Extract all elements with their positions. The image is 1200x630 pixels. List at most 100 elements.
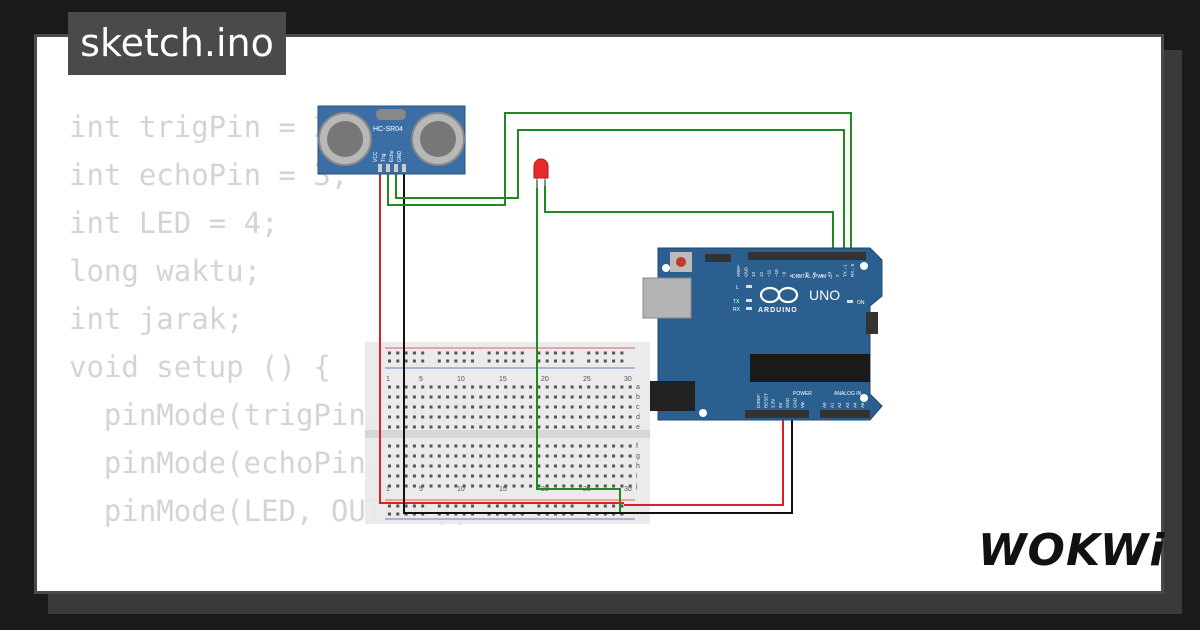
breadboard-hole: [479, 385, 483, 389]
led-red[interactable]: [533, 158, 549, 188]
breadboard-hole: [487, 359, 491, 363]
breadboard-hole: [595, 405, 599, 409]
breadboard-hole: [504, 359, 508, 363]
breadboard-hole: [412, 415, 416, 419]
breadboard-hole: [562, 425, 566, 429]
breadboard-hole: [396, 415, 400, 419]
breadboard-hole: [537, 359, 541, 363]
breadboard-hole: [603, 464, 607, 468]
breadboard-hole: [562, 484, 566, 488]
pin-label: 4: [820, 274, 825, 277]
ultrasonic-sensor[interactable]: HC-SR04 VCC Trig Echo GND: [317, 105, 466, 175]
column-number: 20: [541, 376, 549, 383]
column-number: 10: [457, 486, 465, 493]
breadboard-hole: [396, 385, 400, 389]
breadboard-hole: [471, 464, 474, 468]
pin-label: ~5: [812, 271, 817, 277]
breadboard-hole: [529, 425, 533, 429]
breadboard-hole: [446, 385, 450, 389]
pin-label: Vin: [800, 401, 805, 408]
breadboard-hole: [495, 385, 499, 389]
breadboard-hole: [603, 484, 607, 488]
breadboard-hole: [603, 474, 607, 478]
breadboard-hole: [512, 425, 516, 429]
breadboard-hole: [587, 351, 591, 355]
breadboard-hole: [570, 474, 574, 478]
breadboard-hole: [479, 454, 483, 458]
breadboard-hole: [612, 425, 616, 429]
breadboard-hole: [446, 454, 450, 458]
breadboard-hole: [620, 454, 624, 458]
breadboard-hole: [529, 405, 533, 409]
breadboard-hole: [537, 405, 541, 409]
breadboard-hole: [545, 504, 549, 508]
breadboard[interactable]: 1 5 10 15 20 25 30 1 5 10 15 20 25 30 a …: [365, 342, 650, 524]
rx-led-label: RX: [733, 307, 741, 313]
breadboard-hole: [388, 454, 391, 458]
breadboard-hole: [545, 405, 549, 409]
breadboard-hole: [545, 351, 549, 355]
breadboard-hole: [429, 385, 433, 389]
wire-led-pin: [544, 180, 834, 255]
breadboard-hole: [529, 385, 533, 389]
pin-label: 5V: [778, 402, 783, 408]
breadboard-hole: [396, 395, 400, 399]
pin-label: 12: [759, 271, 764, 277]
sensor-model-label: HC-SR04: [373, 126, 403, 133]
breadboard-hole: [471, 415, 474, 419]
breadboard-hole: [595, 504, 599, 508]
breadboard-hole: [487, 395, 491, 399]
breadboard-hole: [421, 504, 425, 508]
breadboard-hole: [462, 474, 466, 478]
breadboard-hole: [454, 464, 458, 468]
breadboard-row-letters: a b c d e f g h i j: [635, 384, 640, 490]
breadboard-hole: [554, 351, 557, 355]
breadboard-hole: [562, 405, 566, 409]
breadboard-hole: [595, 444, 599, 448]
breadboard-hole: [578, 385, 582, 389]
breadboard-hole: [421, 385, 425, 389]
breadboard-hole: [520, 385, 524, 389]
breadboard-hole: [554, 415, 557, 419]
breadboard-hole: [595, 351, 599, 355]
breadboard-hole: [388, 351, 391, 355]
breadboard-hole: [504, 351, 508, 355]
breadboard-hole: [412, 454, 416, 458]
wire-gnd-sensor: [403, 168, 624, 514]
breadboard-hole: [421, 464, 425, 468]
breadboard-hole: [421, 474, 425, 478]
pin-label: A0: [822, 402, 827, 408]
breadboard-hole: [570, 359, 574, 363]
breadboard-hole: [562, 444, 566, 448]
breadboard-hole: [512, 405, 516, 409]
breadboard-hole: [545, 415, 549, 419]
breadboard-hole: [462, 464, 466, 468]
breadboard-hole: [396, 484, 400, 488]
breadboard-hole: [446, 351, 450, 355]
breadboard-hole: [404, 454, 408, 458]
breadboard-hole: [504, 444, 508, 448]
arduino-uno-board[interactable]: UNO ARDUINO DIGITAL (PWM ~) POWER ANALOG…: [642, 247, 883, 421]
breadboard-hole: [421, 351, 425, 355]
breadboard-hole: [612, 484, 616, 488]
breadboard-hole: [421, 395, 425, 399]
breadboard-hole: [396, 359, 400, 363]
file-tab[interactable]: sketch.ino: [68, 12, 286, 75]
breadboard-hole: [545, 425, 549, 429]
breadboard-hole: [628, 405, 632, 409]
breadboard-hole: [454, 415, 458, 419]
row-letter: g: [636, 453, 640, 460]
column-number: 1: [386, 486, 390, 493]
breadboard-hole: [446, 474, 450, 478]
breadboard-hole: [595, 415, 599, 419]
breadboard-hole: [520, 425, 524, 429]
breadboard-hole: [504, 385, 508, 389]
breadboard-hole: [603, 395, 607, 399]
column-number: 5: [419, 486, 423, 493]
breadboard-hole: [462, 351, 466, 355]
breadboard-hole: [628, 484, 632, 488]
board-brand-label: ARDUINO: [758, 307, 798, 314]
wire-led-gnd: [536, 180, 621, 512]
